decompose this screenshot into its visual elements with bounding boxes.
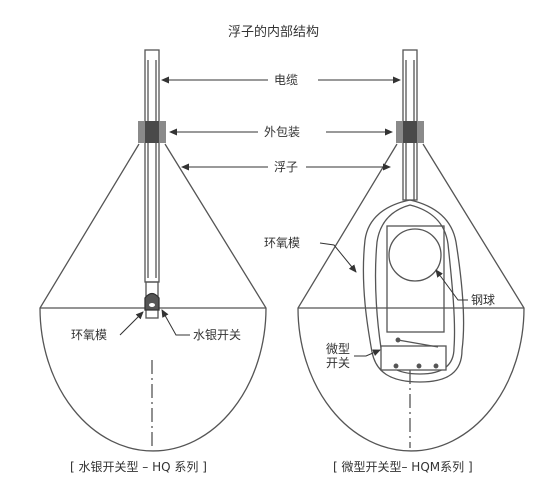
left-float-outline — [39, 143, 267, 452]
right-switch-housing — [386, 225, 445, 333]
right-float — [297, 49, 525, 452]
left-float — [39, 49, 267, 452]
right-switch-contact-2 — [393, 363, 399, 369]
label-float: 浮子 — [272, 160, 301, 174]
label-outer-package: 外包装 — [262, 125, 303, 139]
right-float-outline — [297, 143, 525, 452]
right-switch-contact-4 — [416, 363, 422, 369]
right-switch-contact-3 — [433, 363, 439, 369]
right-switch-lever — [397, 339, 439, 348]
diagram-title: 浮子的内部结构 — [228, 25, 320, 40]
label-cable: 电缆 — [272, 73, 301, 87]
left-mercury-switch — [144, 292, 160, 311]
label-micro-switch: 微型 开关 — [326, 342, 350, 370]
callout-steel-ball — [435, 269, 468, 301]
caption-right: [ 微型开关型– HQM系列 ] — [333, 460, 473, 474]
right-epoxy-outer — [362, 199, 465, 383]
label-steel-ball: 钢球 — [471, 293, 496, 307]
label-epoxy-left: 环氧模 — [71, 328, 108, 342]
callout-epoxy-left — [119, 311, 144, 336]
right-switch-contact-1 — [395, 337, 401, 343]
callout-mercury — [161, 309, 190, 336]
left-cable — [144, 49, 160, 283]
callout-micro-switch — [354, 349, 381, 357]
caption-left: [ 水银开关型 – HQ 系列 ] — [70, 460, 207, 474]
label-mercury-switch: 水银开关 — [193, 328, 242, 342]
callout-epoxy-right — [319, 242, 357, 273]
left-mercury-drop — [149, 303, 155, 307]
right-epoxy-inner — [374, 204, 456, 375]
label-epoxy-right: 环氧模 — [264, 236, 301, 250]
left-outer-package-core — [145, 121, 159, 143]
callouts — [119, 76, 468, 357]
label-micro-switch-line1: 微型 — [326, 342, 351, 356]
right-steel-ball — [388, 228, 442, 282]
right-outer-package-core — [403, 121, 417, 143]
label-micro-switch-line2: 开关 — [326, 356, 351, 370]
